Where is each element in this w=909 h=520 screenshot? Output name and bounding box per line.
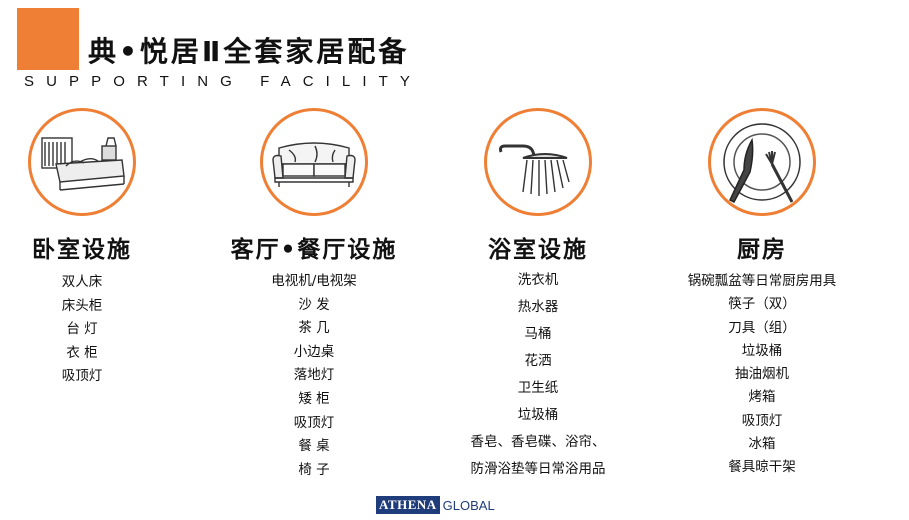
list-item: 刀具（组） [728,319,796,336]
list-item: 矮 柜 [298,390,330,407]
bed-icon [41,137,125,191]
logo-box-text: ATHENA [376,496,440,514]
list-item: 抽油烟机 [735,366,789,383]
list-item: 餐 桌 [298,438,330,455]
list-item: 洗衣机 [517,272,559,288]
list-item: 台 灯 [66,321,98,338]
category-title-living-dining: 客厅•餐厅设施 [230,237,398,263]
bathroom-item-list: 洗衣机 热水器 马桶 花洒 卫生纸 垃圾桶 香皂、香皂碟、浴帘、 防滑浴垫等日常… [428,267,648,483]
list-item: 床头柜 [61,297,103,314]
accent-square [17,8,79,70]
bathroom-icon-circle [484,108,592,216]
category-title-bedroom: 卧室设施 [32,237,132,263]
list-item: 吸顶灯 [741,412,783,429]
category-title-kitchen: 厨房 [737,237,787,263]
list-item: 沙 发 [298,296,330,313]
athena-global-logo: ATHENA GLOBAL [376,496,495,514]
kitchen-item-list: 锅碗瓢盆等日常厨房用具 筷子（双） 刀具（组） 垃圾桶 抽油烟机 烤箱 吸顶灯 … [652,270,872,480]
list-item: 冰箱 [748,436,776,453]
list-item: 落地灯 [293,367,335,384]
page-subtitle: SUPPORTING FACILITY [24,73,422,90]
category-kitchen: 厨房 锅碗瓢盆等日常厨房用具 筷子（双） 刀具（组） 垃圾桶 抽油烟机 烤箱 吸… [652,108,872,480]
bedroom-icon-circle [28,108,136,216]
living-icon-circle [260,108,368,216]
list-item: 筷子（双） [728,296,796,313]
list-item: 垃圾桶 [741,342,783,359]
list-item: 吸顶灯 [293,414,335,431]
list-item: 电视机/电视架 [271,273,357,289]
list-item: 锅碗瓢盆等日常厨房用具 [687,273,837,289]
bedroom-item-list: 双人床 床头柜 台 灯 衣 柜 吸顶灯 [0,271,192,389]
list-item: 垃圾桶 [517,407,559,423]
list-item: 茶 几 [298,320,330,337]
category-bedroom: 卧室设施 双人床 床头柜 台 灯 衣 柜 吸顶灯 [0,108,192,389]
shower-icon [499,144,570,196]
sofa-icon [272,142,356,187]
list-item: 椅 子 [298,461,330,478]
list-item: 热水器 [517,299,559,315]
list-item: 双人床 [61,274,103,290]
list-item: 花洒 [524,353,552,369]
list-item: 餐具晾干架 [728,459,796,476]
plate-fork-knife-icon [723,123,801,203]
list-item: 烤箱 [748,389,776,406]
list-item: 香皂、香皂碟、浴帘、 [470,434,606,450]
category-title-bathroom: 浴室设施 [488,237,588,263]
list-item: 吸顶灯 [61,368,103,385]
category-bathroom: 浴室设施 洗衣机 热水器 马桶 花洒 卫生纸 垃圾桶 香皂、香皂碟、浴帘、 防滑… [428,108,648,483]
page-title: 典•悦居Ⅱ全套家居配备 [88,35,410,68]
list-item: 衣 柜 [66,344,98,361]
category-living-dining: 客厅•餐厅设施 电视机/电视架 沙 发 茶 几 小边桌 落地灯 矮 柜 吸顶灯 … [204,108,424,482]
list-item: 小边桌 [293,343,335,360]
list-item: 防滑浴垫等日常浴用品 [470,461,606,477]
list-item: 卫生纸 [517,380,559,396]
list-item: 马桶 [524,326,552,342]
living-item-list: 电视机/电视架 沙 发 茶 几 小边桌 落地灯 矮 柜 吸顶灯 餐 桌 椅 子 [204,270,424,482]
kitchen-icon-circle [708,108,816,216]
logo-text: GLOBAL [442,497,495,513]
